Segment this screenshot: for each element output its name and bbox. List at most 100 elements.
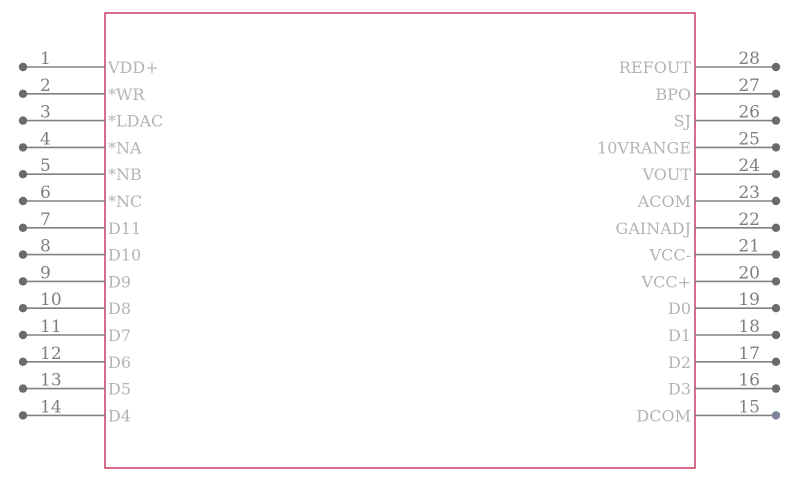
pin-28: 28 REFOUT bbox=[619, 49, 781, 77]
pin-name: D11 bbox=[108, 219, 141, 238]
pin-end-dot bbox=[771, 330, 781, 340]
pin-24: 24 VOUT bbox=[641, 156, 781, 184]
pin-22: 22 GAINADJ bbox=[616, 210, 781, 238]
pin-2: 2 *WR bbox=[18, 76, 145, 104]
pin-end-dot bbox=[18, 277, 28, 286]
pin-end-dot bbox=[18, 62, 28, 72]
pin-end-dot bbox=[18, 143, 28, 152]
pin-10: 10 D8 bbox=[18, 290, 131, 318]
pin-5: 5 *NB bbox=[18, 156, 142, 184]
pin-end-dot bbox=[771, 116, 781, 125]
pin-name: BPO bbox=[655, 85, 691, 104]
pin-name: *LDAC bbox=[108, 112, 163, 131]
pin-end-dot bbox=[771, 223, 781, 232]
pin-name: REFOUT bbox=[619, 58, 691, 77]
pin-end-dot bbox=[771, 143, 781, 152]
pin-7: 7 D11 bbox=[18, 210, 141, 238]
pin-number: 25 bbox=[738, 129, 760, 149]
pin-end-dot bbox=[18, 304, 28, 313]
pin-4: 4 *NA bbox=[18, 129, 142, 157]
pin-end-dot bbox=[771, 357, 781, 366]
pin-number: 11 bbox=[40, 317, 62, 337]
pin-end-dot bbox=[771, 411, 781, 420]
pin-name: ACOM bbox=[637, 192, 691, 211]
pin-6: 6*NC bbox=[18, 183, 142, 211]
pin-name: VCC- bbox=[649, 246, 691, 265]
pin-number: 27 bbox=[738, 76, 760, 96]
pin-name: D1 bbox=[668, 326, 691, 345]
pin-9: 9 D9 bbox=[18, 263, 131, 291]
pin-15: 15 DCOM bbox=[636, 397, 781, 425]
pin-end-dot bbox=[18, 330, 28, 340]
pin-1: 1 VDD+ bbox=[18, 49, 159, 77]
pin-25: 25 10VRANGE bbox=[597, 129, 781, 157]
pin-number: 15 bbox=[738, 397, 760, 417]
pin-name: D2 bbox=[668, 353, 691, 372]
pin-number: 9 bbox=[40, 263, 51, 283]
pin-number: 28 bbox=[738, 49, 760, 69]
pin-name: 10VRANGE bbox=[597, 138, 691, 157]
pin-name: *NC bbox=[108, 192, 142, 211]
pin-end-dot bbox=[771, 89, 781, 99]
pin-20: 20 VCC+ bbox=[641, 263, 781, 291]
pin-number: 13 bbox=[40, 371, 62, 391]
pin-name: DCOM bbox=[636, 406, 691, 425]
pin-name: *WR bbox=[108, 85, 145, 104]
pin-name: *NB bbox=[108, 165, 142, 184]
pin-number: 5 bbox=[40, 156, 51, 176]
pin-end-dot bbox=[18, 116, 28, 125]
pin-18: 18 D1 bbox=[668, 317, 781, 345]
pin-number: 2 bbox=[40, 76, 51, 96]
pin-number: 19 bbox=[738, 290, 760, 310]
pin-name: D6 bbox=[108, 353, 131, 372]
pin-name: VCC+ bbox=[641, 272, 691, 291]
pin-name: *NA bbox=[108, 138, 142, 157]
pin-name: VDD+ bbox=[107, 58, 159, 77]
pin-name: D4 bbox=[108, 406, 131, 425]
pin-number: 8 bbox=[40, 237, 51, 257]
pin-name: D5 bbox=[108, 380, 131, 399]
pin-end-dot bbox=[771, 384, 781, 393]
pin-end-dot bbox=[18, 384, 28, 393]
pin-number: 17 bbox=[738, 344, 760, 364]
pin-number: 24 bbox=[738, 156, 760, 176]
pin-number: 3 bbox=[40, 103, 51, 123]
chip-body bbox=[104, 12, 696, 469]
pin-end-dot bbox=[771, 62, 781, 72]
pin-19: 19 D0 bbox=[668, 290, 781, 318]
pin-end-dot bbox=[771, 304, 781, 313]
pin-number: 1 bbox=[40, 49, 51, 69]
pin-end-dot bbox=[18, 170, 28, 179]
pin-number: 20 bbox=[738, 263, 760, 283]
pin-number: 18 bbox=[738, 317, 760, 337]
pin-name: VOUT bbox=[641, 165, 691, 184]
pin-number: 10 bbox=[40, 290, 62, 310]
pin-number: 12 bbox=[40, 344, 62, 364]
pin-name: D8 bbox=[108, 299, 131, 318]
pin-12: 12 D6 bbox=[18, 344, 131, 372]
pin-end-dot bbox=[18, 411, 28, 420]
pin-number: 16 bbox=[738, 371, 760, 391]
pin-3: 3 *LDAC bbox=[18, 103, 163, 131]
pin-end-dot bbox=[771, 250, 781, 259]
pin-number: 22 bbox=[738, 210, 760, 230]
right-pin-group: 28REFOUT27BPO26SJ2510VRANGE24VOUT23ACOM2… bbox=[597, 49, 781, 425]
pin-end-dot bbox=[18, 89, 28, 99]
pin-number: 26 bbox=[738, 103, 760, 123]
pin-number: 4 bbox=[40, 129, 51, 149]
pin-end-dot bbox=[18, 250, 28, 259]
pin-name: D9 bbox=[108, 272, 131, 291]
pin-number: 7 bbox=[40, 210, 51, 230]
pin-name: D0 bbox=[668, 299, 691, 318]
pin-13: 13 D5 bbox=[18, 371, 131, 399]
pin-name: GAINADJ bbox=[616, 219, 691, 238]
pin-27: 27 BPO bbox=[655, 76, 781, 104]
